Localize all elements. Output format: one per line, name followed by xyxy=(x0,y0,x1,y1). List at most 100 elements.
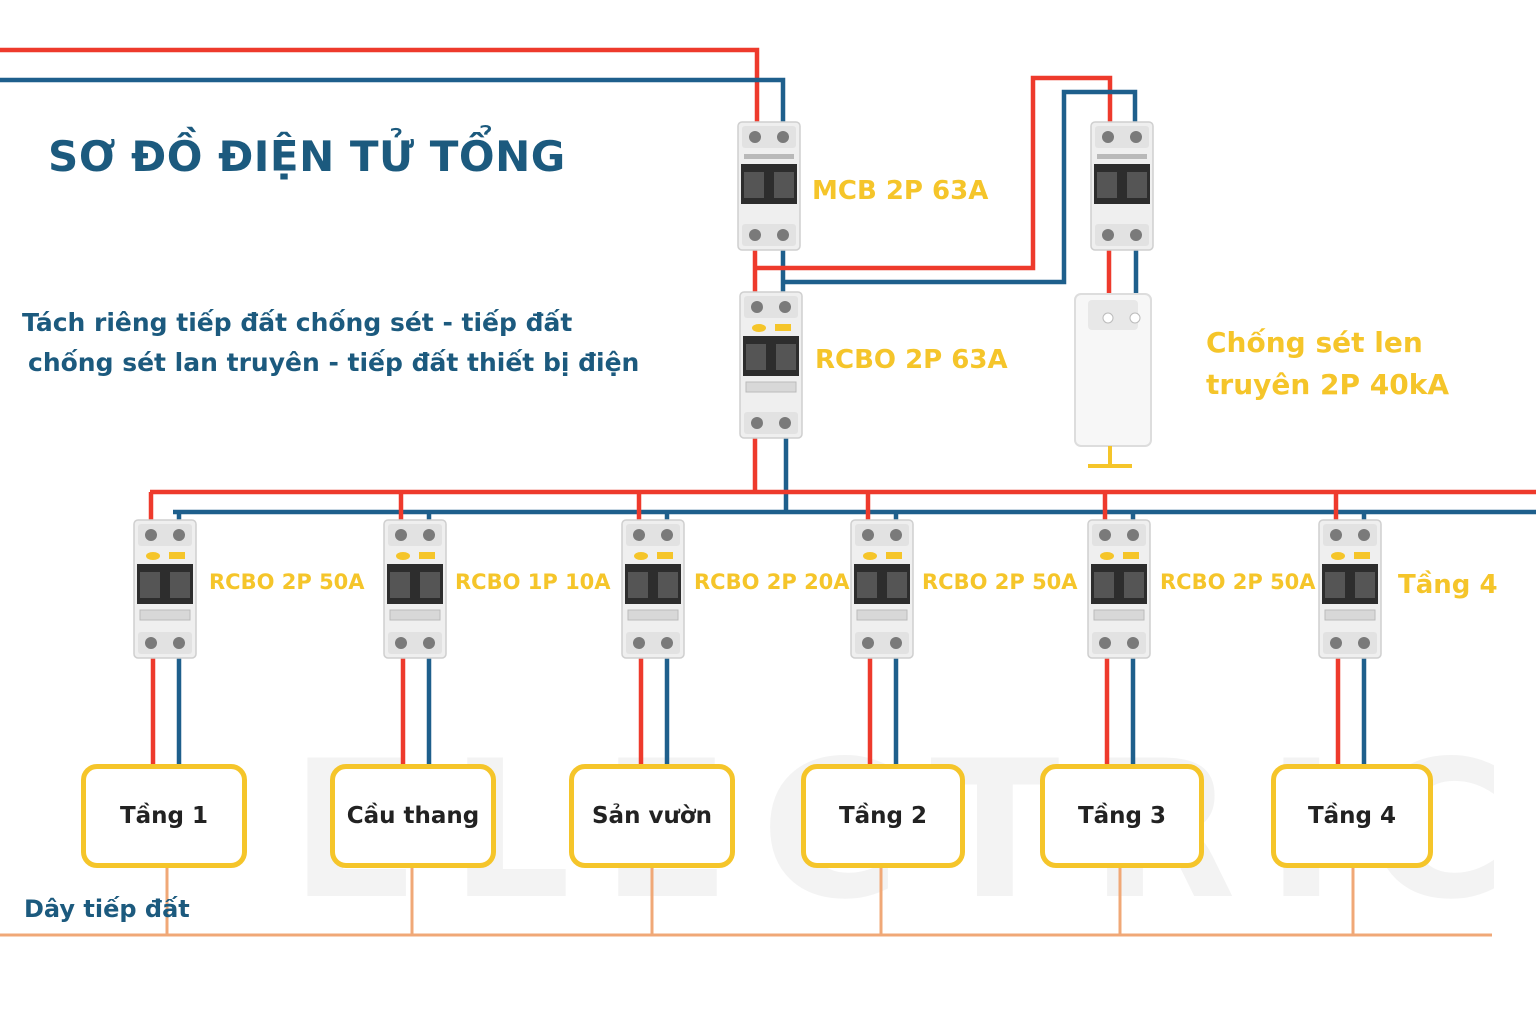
surge-protector xyxy=(1074,293,1152,468)
incoming-live-wire xyxy=(0,47,760,130)
branch-label-5: RCBO 2P 50A xyxy=(1160,570,1316,594)
breaker-toggle xyxy=(857,572,877,598)
breaker-toggle xyxy=(1124,572,1144,598)
branch-breaker xyxy=(1087,519,1151,659)
rcbo-main xyxy=(739,291,803,439)
breaker-screw xyxy=(779,417,791,429)
rcbo-rating-plate xyxy=(627,609,679,621)
incoming-neutral-wire xyxy=(0,77,786,130)
load-box-tang-3: Tầng 3 xyxy=(1040,764,1204,868)
branch-label-4: RCBO 2P 50A xyxy=(922,570,1078,594)
breaker-screw xyxy=(395,637,407,649)
breaker-screw xyxy=(890,637,902,649)
breaker-screw xyxy=(1358,637,1370,649)
test-button xyxy=(146,552,160,560)
rcbo-indicator xyxy=(419,552,435,559)
rcbo-indicator xyxy=(886,552,902,559)
breaker-screw xyxy=(1330,529,1342,541)
breaker-screw xyxy=(173,529,185,541)
rcbo-rating-plate xyxy=(139,609,191,621)
spd-feed-live xyxy=(757,75,1113,271)
load-box-san-vuon: Sản vườn xyxy=(569,764,735,868)
mcb-label: MCB 2P 63A xyxy=(812,176,989,206)
rcbo-main-label: RCBO 2P 63A xyxy=(815,345,1008,375)
branch-breaker xyxy=(1318,519,1382,659)
breaker-screw xyxy=(862,529,874,541)
breaker-toggle xyxy=(1127,172,1147,198)
breaker-screw xyxy=(749,131,761,143)
rcbo-rating-plate xyxy=(745,381,797,393)
ground-wires xyxy=(0,868,1492,937)
breaker-toggle xyxy=(628,572,648,598)
spd-terminal-block xyxy=(1088,300,1138,330)
breaker-screw xyxy=(1130,229,1142,241)
breaker-screw xyxy=(777,131,789,143)
branch-breaker xyxy=(850,519,914,659)
rcbo-indicator xyxy=(657,552,673,559)
breaker-screw xyxy=(777,229,789,241)
rcbo-rating-plate xyxy=(1324,609,1376,621)
breaker-screw xyxy=(890,529,902,541)
breaker-screw xyxy=(1127,529,1139,541)
breaker-toggle xyxy=(776,344,796,370)
breaker-toggle xyxy=(1355,572,1375,598)
test-button xyxy=(1100,552,1114,560)
breaker-toggle xyxy=(744,172,764,198)
breaker-screw xyxy=(1102,229,1114,241)
spd-terminal xyxy=(1102,312,1114,324)
branch-breaker xyxy=(621,519,685,659)
rcbo-rating-plate xyxy=(856,609,908,621)
load-box-tang-2: Tầng 2 xyxy=(801,764,965,868)
devices xyxy=(133,121,1382,659)
breaker-toggle xyxy=(746,344,766,370)
breaker-label-strip xyxy=(1097,154,1147,159)
breaker-screw xyxy=(1127,637,1139,649)
branch-label-3: RCBO 2P 20A xyxy=(694,570,850,594)
breaker-toggle xyxy=(1094,572,1114,598)
test-button xyxy=(863,552,877,560)
spd-breaker xyxy=(1090,121,1154,251)
breaker-toggle xyxy=(1325,572,1345,598)
breaker-screw xyxy=(145,637,157,649)
breaker-screw xyxy=(173,637,185,649)
breaker-screw xyxy=(1330,637,1342,649)
surge-protector-label: Chống sét len truyên 2P 40kA xyxy=(1206,326,1450,401)
spd-body xyxy=(1074,293,1152,447)
breaker-screw xyxy=(1102,131,1114,143)
ground-wire-label: Dây tiếp đất xyxy=(24,895,190,923)
breaker-toggle xyxy=(390,572,410,598)
description-line-2: chống sét lan truyên - tiếp đất thiết bị… xyxy=(28,348,640,377)
rcbo-indicator xyxy=(1354,552,1370,559)
breaker-screw xyxy=(423,529,435,541)
breaker-screw xyxy=(862,637,874,649)
breaker-toggle xyxy=(887,572,907,598)
breaker-toggle xyxy=(658,572,678,598)
load-box-tang-1: Tầng 1 xyxy=(81,764,247,868)
branch-label-6: Tầng 4 xyxy=(1398,570,1498,600)
breaker-label-strip xyxy=(744,154,794,159)
branch-label-2: RCBO 1P 10A xyxy=(455,570,611,594)
rcbo-rating-plate xyxy=(389,609,441,621)
breaker-screw xyxy=(1099,637,1111,649)
page-title: SƠ ĐỒ ĐIỆN TỬ TỔNG xyxy=(48,132,566,181)
load-box-tang-4: Tầng 4 xyxy=(1271,764,1433,868)
spd-terminal xyxy=(1129,312,1141,324)
test-button xyxy=(634,552,648,560)
branch-breaker xyxy=(383,519,447,659)
mcb-main xyxy=(737,121,801,251)
breaker-screw xyxy=(751,301,763,313)
load-box-cau-thang: Cầu thang xyxy=(330,764,496,868)
rcbo-rating-plate xyxy=(1093,609,1145,621)
breaker-screw xyxy=(1130,131,1142,143)
test-button xyxy=(1331,552,1345,560)
breaker-screw xyxy=(751,417,763,429)
rcbo-indicator xyxy=(775,324,791,331)
breaker-toggle xyxy=(774,172,794,198)
breaker-screw xyxy=(395,529,407,541)
breaker-screw xyxy=(749,229,761,241)
breaker-screw xyxy=(1358,529,1370,541)
breaker-screw xyxy=(661,529,673,541)
rcbo-indicator xyxy=(1123,552,1139,559)
breaker-screw xyxy=(423,637,435,649)
